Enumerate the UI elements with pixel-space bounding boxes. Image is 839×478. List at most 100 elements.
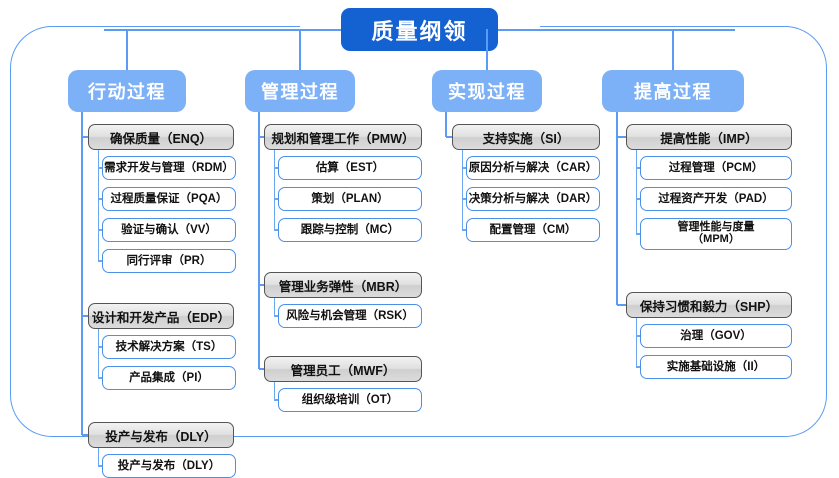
group-node[interactable]: 规划和管理工作（PMW） xyxy=(264,124,422,150)
column-header-label: 提高过程 xyxy=(634,82,712,102)
leaf-node-label: 技术解决方案（TS） xyxy=(115,340,223,353)
connector-group-to-leaf xyxy=(98,377,102,379)
leaf-node[interactable]: 治理（GOV） xyxy=(640,324,792,348)
column-spine-manage xyxy=(258,112,260,369)
root-node-label: 质量纲领 xyxy=(371,18,468,44)
leaf-node-label: 实施基础设施（II） xyxy=(666,360,766,373)
group-node[interactable]: 管理业务弹性（MBR） xyxy=(264,272,422,298)
leaf-node[interactable]: 组织级培训（OT） xyxy=(278,388,422,412)
group-node[interactable]: 设计和开发产品（EDP） xyxy=(88,303,234,329)
leaf-node-label: 投产与发布（DLY） xyxy=(117,459,221,472)
group-node[interactable]: 投产与发布（DLY） xyxy=(88,422,234,448)
connector-spine-to-group xyxy=(82,434,88,436)
connector-group-to-leaf xyxy=(98,260,102,262)
connector-group-subspine xyxy=(636,318,638,367)
leaf-node-label: 过程质量保证（PQA） xyxy=(110,192,228,205)
leaf-node[interactable]: 跟踪与控制（MC） xyxy=(278,218,422,242)
leaf-node-label: 风险与机会管理（RSK） xyxy=(286,309,414,322)
root-node[interactable]: 质量纲领 xyxy=(341,8,498,51)
leaf-node[interactable]: 原因分析与解决（CAR） xyxy=(466,156,600,180)
column-header-label: 管理过程 xyxy=(261,82,339,102)
leaf-node-label: 策划（PLAN） xyxy=(311,192,389,205)
connector-spine-to-group xyxy=(82,315,88,317)
connector-rail-to-header-realize xyxy=(486,29,488,70)
leaf-node[interactable]: 管理性能与度量 （MPM） xyxy=(640,218,792,250)
group-node[interactable]: 保持习惯和毅力（SHP） xyxy=(626,292,792,318)
leaf-node[interactable]: 过程质量保证（PQA） xyxy=(102,187,236,211)
group-node-label: 支持实施（SI） xyxy=(482,131,570,146)
group-node-label: 设计和开发产品（EDP） xyxy=(91,310,231,325)
group-node-label: 管理业务弹性（MBR） xyxy=(278,279,408,294)
leaf-node-label: 管理性能与度量 （MPM） xyxy=(677,221,755,245)
column-header-realize[interactable]: 实现过程 xyxy=(432,70,542,112)
connector-group-subspine xyxy=(98,329,100,378)
group-node[interactable]: 确保质量（ENQ） xyxy=(88,124,234,150)
column-spine-improve xyxy=(616,112,618,305)
column-header-improve[interactable]: 提高过程 xyxy=(602,70,744,112)
connector-rail-to-header-improve xyxy=(672,29,674,70)
connector-group-to-leaf xyxy=(636,198,640,200)
leaf-node[interactable]: 过程管理（PCM） xyxy=(640,156,792,180)
leaf-node-label: 原因分析与解决（CAR） xyxy=(468,161,598,174)
connector-group-subspine xyxy=(274,298,276,316)
leaf-node[interactable]: 过程资产开发（PAD） xyxy=(640,187,792,211)
frame-gap-left xyxy=(300,23,346,29)
connector-group-to-leaf xyxy=(636,167,640,169)
connector-spine-to-group xyxy=(617,304,626,306)
leaf-node-label: 过程资产开发（PAD） xyxy=(658,192,774,205)
group-node-label: 规划和管理工作（PMW） xyxy=(271,131,415,146)
group-node[interactable]: 支持实施（SI） xyxy=(452,124,600,150)
connector-group-to-leaf xyxy=(274,229,278,231)
leaf-node[interactable]: 决策分析与解决（DAR） xyxy=(466,187,600,211)
leaf-node-label: 产品集成（PI） xyxy=(129,371,209,384)
column-spine-realize xyxy=(445,112,447,137)
leaf-node[interactable]: 风险与机会管理（RSK） xyxy=(278,304,422,328)
connector-group-subspine xyxy=(274,382,276,400)
leaf-node-label: 同行评审（PR） xyxy=(126,254,212,267)
group-node[interactable]: 管理员工（MWF） xyxy=(264,356,422,382)
connector-group-to-leaf xyxy=(636,233,640,235)
connector-group-subspine xyxy=(98,448,100,466)
group-node-label: 管理员工（MWF） xyxy=(290,363,396,378)
leaf-node[interactable]: 配置管理（CM） xyxy=(466,218,600,242)
leaf-node[interactable]: 实施基础设施（II） xyxy=(640,355,792,379)
leaf-node[interactable]: 估算（EST） xyxy=(278,156,422,180)
column-spine-action xyxy=(81,112,83,435)
connector-spine-to-group xyxy=(617,136,626,138)
connector-group-to-leaf xyxy=(636,335,640,337)
leaf-node-label: 估算（EST） xyxy=(315,161,385,174)
connector-spine-to-group xyxy=(259,284,264,286)
connector-group-to-leaf xyxy=(636,366,640,368)
connector-group-to-leaf xyxy=(462,229,466,231)
connector-group-subspine xyxy=(274,150,276,230)
leaf-node-label: 跟踪与控制（MC） xyxy=(300,223,400,236)
connector-group-subspine xyxy=(98,150,100,261)
leaf-node-label: 验证与确认（VV） xyxy=(121,223,217,236)
leaf-node[interactable]: 策划（PLAN） xyxy=(278,187,422,211)
connector-group-to-leaf xyxy=(98,229,102,231)
column-header-manage[interactable]: 管理过程 xyxy=(245,70,355,112)
leaf-node[interactable]: 产品集成（PI） xyxy=(102,366,236,390)
leaf-node[interactable]: 验证与确认（VV） xyxy=(102,218,236,242)
connector-group-to-leaf xyxy=(274,167,278,169)
connector-group-to-leaf xyxy=(462,198,466,200)
group-node[interactable]: 提高性能（IMP） xyxy=(626,124,792,150)
leaf-node[interactable]: 技术解决方案（TS） xyxy=(102,335,236,359)
connector-rail-to-header-manage xyxy=(299,29,301,70)
column-header-label: 实现过程 xyxy=(448,82,526,102)
connector-spine-to-group xyxy=(446,136,452,138)
leaf-node[interactable]: 同行评审（PR） xyxy=(102,249,236,273)
leaf-node-label: 需求开发与管理（RDM） xyxy=(104,161,234,174)
connector-group-to-leaf xyxy=(274,198,278,200)
group-node-label: 投产与发布（DLY） xyxy=(105,429,217,444)
leaf-node[interactable]: 投产与发布（DLY） xyxy=(102,454,236,478)
column-header-action[interactable]: 行动过程 xyxy=(68,70,186,112)
leaf-node-label: 配置管理（CM） xyxy=(489,223,577,236)
connector-spine-to-group xyxy=(82,136,88,138)
connector-group-to-leaf xyxy=(98,198,102,200)
leaf-node[interactable]: 需求开发与管理（RDM） xyxy=(102,156,236,180)
group-node-label: 保持习惯和毅力（SHP） xyxy=(639,299,779,314)
connector-group-subspine xyxy=(462,150,464,230)
group-node-label: 提高性能（IMP） xyxy=(660,131,758,146)
